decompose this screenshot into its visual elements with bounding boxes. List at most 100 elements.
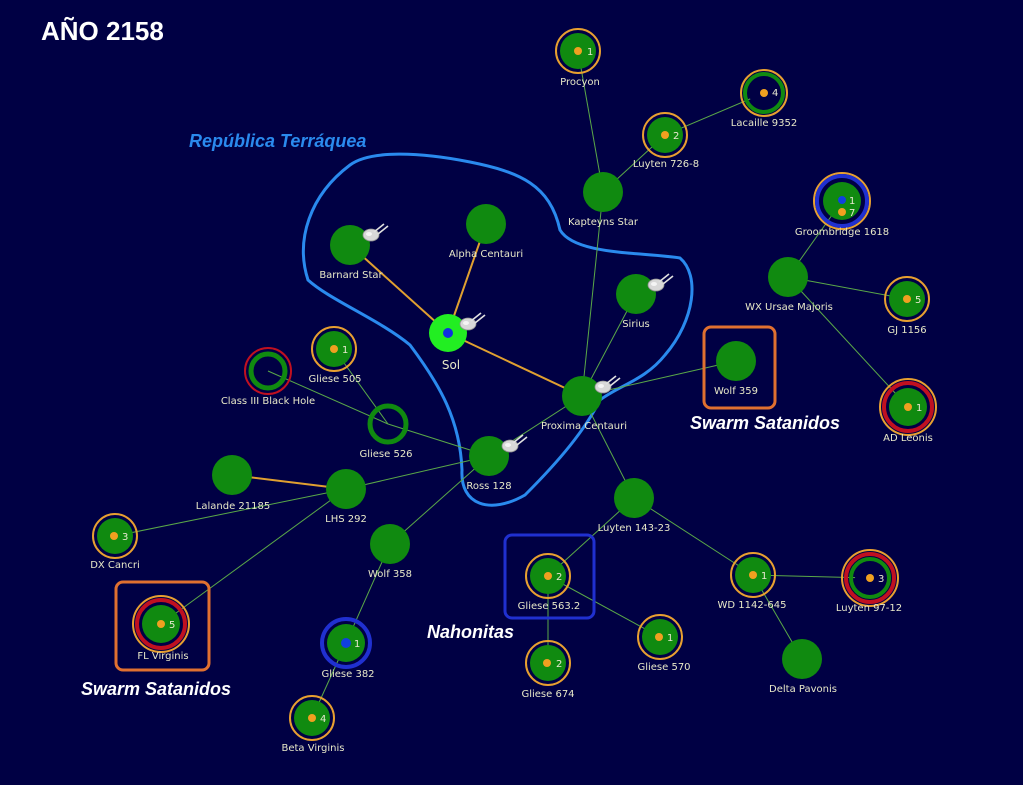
system-count-secondary: 7 [849, 208, 855, 219]
lane-luyten143-wd1142 [633, 497, 754, 576]
system-dxcancri[interactable]: 3 DX Cancri [90, 513, 140, 571]
system-label: WD 1142-645 [718, 600, 787, 611]
system-label: Lacaille 9352 [731, 118, 797, 129]
system-blackhole[interactable]: Class III Black Hole [221, 347, 315, 407]
system-label: Ross 128 [466, 481, 511, 492]
system-count: 1 [354, 639, 360, 650]
swarm-box-flvirginis [114, 580, 211, 672]
system-count: 4 [772, 88, 778, 99]
system-count: 2 [673, 131, 679, 142]
system-label: Wolf 359 [714, 386, 758, 397]
system-gliese563[interactable]: 2 Gliese 563.2 [518, 553, 581, 612]
lane-lhs292-dxcancri [114, 488, 347, 537]
system-label: Class III Black Hole [221, 396, 315, 407]
year-title: AÑO 2158 [41, 16, 164, 46]
system-label: Wolf 358 [368, 569, 412, 580]
system-lhs292[interactable]: LHS 292 [325, 469, 367, 525]
system-label: Gliese 505 [308, 374, 361, 385]
system-label: Gliese 526 [359, 449, 412, 460]
system-count: 1 [667, 633, 673, 644]
system-wx[interactable]: WX Ursae Majoris [745, 257, 833, 313]
system-luyten143[interactable]: Luyten 143-23 [598, 478, 671, 534]
system-label: Luyten 726-8 [633, 159, 699, 170]
system-wd1142[interactable]: 1 WD 1142-645 [718, 552, 787, 611]
system-lalande[interactable]: Lalande 21185 [196, 455, 270, 512]
system-count: 5 [169, 620, 175, 631]
system-count: 1 [916, 403, 922, 414]
nahonitas-box-gliese563 [503, 533, 596, 620]
system-luyten726[interactable]: 2 Luyten 726-8 [633, 112, 699, 170]
region-title-swarm-west: Swarm Satanidos [81, 679, 231, 699]
system-count: 3 [122, 532, 128, 543]
system-lacaille[interactable]: 4 Lacaille 9352 [731, 69, 797, 129]
system-label: Delta Pavonis [769, 684, 837, 695]
lane-ross128-wolf358 [389, 455, 490, 545]
lane-sol-barnard [349, 244, 449, 334]
lane-kapteyn-procyon [577, 50, 604, 193]
system-kapteyn[interactable]: Kapteyns Star [568, 172, 639, 228]
system-alpha[interactable]: Alpha Centauri [449, 204, 523, 260]
system-proxima[interactable]: Proxima Centauri [541, 376, 627, 432]
system-label: WX Ursae Majoris [745, 302, 833, 313]
lane-wx-adleonis [787, 276, 909, 408]
system-count: 1 [761, 571, 767, 582]
region-title-nahonitas: Nahonitas [427, 622, 514, 642]
system-label: GJ 1156 [887, 325, 926, 336]
system-count: 1 [587, 47, 593, 58]
system-count: 1 [342, 345, 348, 356]
system-label: LHS 292 [325, 514, 367, 525]
system-wolf359[interactable]: Wolf 359 [714, 341, 758, 397]
system-gliese674[interactable]: 2 Gliese 674 [521, 640, 575, 700]
lane-ross128-lhs292 [345, 455, 490, 490]
system-label: FL Virginis [137, 651, 188, 662]
system-barnard[interactable]: Barnard Star [319, 225, 384, 281]
system-label: Procyon [560, 77, 600, 88]
system-gj1156[interactable]: 5 GJ 1156 [884, 276, 930, 336]
system-label: Sirius [622, 319, 650, 330]
system-flvirginis[interactable]: 5 FL Virginis [132, 595, 190, 662]
system-count: 1 [849, 196, 855, 207]
system-count: 4 [320, 714, 326, 725]
system-label: Kapteyns Star [568, 217, 639, 228]
system-count: 3 [878, 574, 884, 585]
system-groombridge[interactable]: 1 7 Groombridge 1618 [795, 172, 889, 238]
system-label: Gliese 570 [637, 662, 690, 673]
system-label: Sol [442, 358, 460, 372]
system-deltapavonis[interactable]: Delta Pavonis [769, 639, 837, 695]
region-title-republica: República Terráquea [189, 131, 366, 151]
system-label: Barnard Star [319, 270, 383, 281]
system-wolf358[interactable]: Wolf 358 [368, 524, 412, 580]
lane-lhs292-flvirginis [160, 488, 347, 625]
system-gliese526[interactable]: Gliese 526 [359, 403, 413, 460]
lane-gliese526-blackhole [267, 370, 389, 425]
system-label: Luyten 97-12 [836, 603, 902, 614]
system-sol[interactable]: Sol [429, 314, 467, 372]
region-title-swarm-east: Swarm Satanidos [690, 413, 840, 433]
system-label: Beta Virginis [281, 743, 344, 754]
system-label: Proxima Centauri [541, 421, 627, 432]
system-sirius[interactable]: Sirius [616, 274, 656, 330]
system-label: Gliese 382 [321, 669, 374, 680]
system-label: Lalande 21185 [196, 501, 270, 512]
system-gliese505[interactable]: 1 Gliese 505 [308, 326, 362, 385]
system-procyon[interactable]: 1 Procyon [555, 28, 601, 88]
system-count: 2 [556, 659, 562, 670]
system-gliese570[interactable]: 1 Gliese 570 [637, 614, 691, 673]
system-label: AD Leonis [883, 433, 933, 444]
system-adleonis[interactable]: 1 AD Leonis [879, 378, 937, 444]
system-luyten97[interactable]: 3 Luyten 97-12 [836, 549, 902, 614]
system-label: Gliese 674 [521, 689, 574, 700]
system-label: Groombridge 1618 [795, 227, 889, 238]
system-label: Alpha Centauri [449, 249, 523, 260]
system-betavirginis[interactable]: 4 Beta Virginis [281, 695, 345, 754]
lane-wx-gj1156 [787, 276, 908, 300]
system-label: Gliese 563.2 [518, 601, 581, 612]
system-count: 2 [556, 572, 562, 583]
system-count: 5 [915, 295, 921, 306]
system-gliese382[interactable]: 1 Gliese 382 [320, 617, 375, 680]
lane-proxima-kapteyn [581, 191, 604, 397]
system-ross128[interactable]: Ross 128 [466, 436, 512, 492]
